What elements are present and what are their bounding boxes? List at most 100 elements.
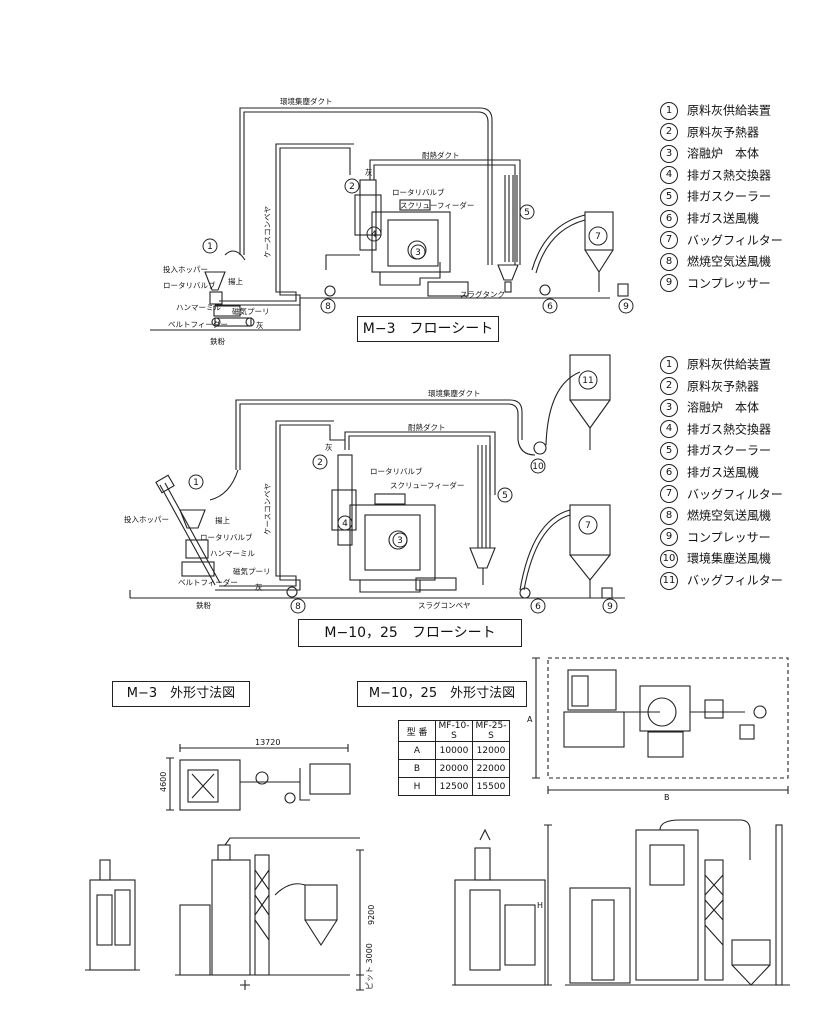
label-case-conveyor-mid: ケースコンベヤ [263, 483, 272, 535]
label-hopper-mid: 投入ホッパー [124, 514, 169, 524]
legend-item: 3 溶融炉 本体 [660, 397, 759, 417]
top-flowsheet-drawing [150, 107, 629, 331]
svg-text:5: 5 [524, 208, 530, 218]
svg-text:6: 6 [535, 602, 541, 612]
svg-text:4: 4 [342, 519, 348, 529]
svg-text:1: 1 [207, 242, 213, 252]
legend-number-badge: 3 [660, 144, 678, 163]
svg-text:2: 2 [317, 458, 323, 468]
legend-item: 1 原料灰供給装置 [660, 100, 771, 120]
legend-number-badge: 11 [660, 571, 678, 590]
spec-header-model: 型 番 [398, 720, 436, 742]
svg-text:11: 11 [582, 376, 593, 386]
svg-text:4: 4 [371, 230, 377, 240]
legend-item: 3 溶融炉 本体 [660, 143, 759, 163]
legend-number-badge: 4 [660, 420, 678, 439]
svg-text:9: 9 [607, 602, 613, 612]
svg-text:3: 3 [415, 248, 421, 258]
label-ash2-top: 灰 [256, 320, 264, 330]
middle-flowsheet-drawing [129, 354, 625, 599]
svg-text:2: 2 [349, 182, 355, 192]
label-duct-heat-mid: 耐熱ダクト [408, 422, 446, 432]
svg-text:5: 5 [502, 491, 508, 501]
legend-item: 6 排ガス送風機 [660, 462, 759, 482]
legend-number-badge: 1 [660, 101, 678, 120]
label-ash-top: 灰 [365, 167, 373, 177]
svg-text:3: 3 [397, 536, 403, 546]
spec-cell: 12000 [472, 741, 510, 760]
m1025-elevation-drawing [452, 819, 790, 986]
legend-item: 9 コンプレッサー [660, 527, 771, 547]
label-duct-heat-top: 耐熱ダクト [422, 150, 460, 160]
svg-text:8: 8 [295, 602, 301, 612]
label-pulley-top: 磁気プーリ [232, 306, 270, 316]
legend-label: 排ガスクーラー [687, 443, 772, 458]
svg-text:9: 9 [623, 302, 629, 312]
legend-number-badge: 5 [660, 187, 678, 206]
dim-a: A [527, 715, 533, 724]
label-ash-mid: 灰 [325, 442, 333, 452]
legend-label: 原料灰供給装置 [687, 357, 772, 372]
legend-label: 原料灰予熱器 [687, 379, 760, 394]
label-ash2-mid: 灰 [255, 582, 263, 592]
legend-number-badge: 3 [660, 398, 678, 417]
svg-text:7: 7 [585, 521, 591, 531]
spec-table-row: B 20000 22000 [398, 759, 510, 778]
legend-number-badge: 5 [660, 441, 678, 460]
legend-number-badge: 9 [660, 528, 678, 547]
title-m1025-dims: M−10，25 外形寸法図 [357, 681, 527, 707]
spec-cell: 10000 [435, 741, 473, 760]
spec-cell: A [398, 741, 436, 760]
legend-label: バッグフィルター [687, 573, 783, 588]
spec-cell: B [398, 759, 436, 778]
label-hopper-top: 投入ホッパー [163, 264, 208, 274]
legend-label: 燃焼空気送風機 [687, 508, 772, 523]
legend-item: 9 コンプレッサー [660, 273, 771, 293]
label-hammer-mill-mid: ハンマーミル [210, 549, 255, 558]
spec-header-mf25: MF-25-S [472, 720, 510, 742]
legend-label: 溶融炉 本体 [687, 400, 760, 415]
spec-cell: H [398, 777, 436, 796]
label-belt-feeder-mid: ベルトフィーダー [178, 577, 238, 587]
legend-number-badge: 2 [660, 377, 678, 396]
legend-label: 溶融炉 本体 [687, 146, 760, 161]
legend-item: 2 原料灰予熱器 [660, 376, 759, 396]
legend-label: 排ガス送風機 [687, 465, 760, 480]
legend-item: 11 バッグフィルター [660, 570, 783, 590]
label-screw-feeder-mid: スクリューフィーダー [390, 480, 464, 490]
dim-h: H [537, 901, 543, 910]
legend-number-badge: 8 [660, 506, 678, 525]
legend-number-badge: 7 [660, 485, 678, 504]
legend-number-badge: 10 [660, 549, 678, 568]
spec-cell: 12500 [435, 777, 473, 796]
legend-number-badge: 7 [660, 231, 678, 250]
legend-label: バッグフィルター [687, 487, 783, 502]
spec-header-mf10: MF-10-S [435, 720, 473, 742]
legend-number-badge: 4 [660, 166, 678, 185]
spec-table-row: H 12500 15500 [398, 777, 510, 796]
label-rotary-valve2-top: ロータリバルブ [163, 280, 216, 290]
dim-pit-m3: ピット 3000 [365, 943, 374, 990]
legend-number-badge: 6 [660, 463, 678, 482]
legend-label: 燃焼空気送風機 [687, 254, 772, 269]
legend-number-badge: 9 [660, 274, 678, 293]
legend-label: コンプレッサー [687, 530, 771, 545]
dim-width-m3: 13720 [255, 738, 280, 747]
legend-label: 原料灰供給装置 [687, 103, 772, 118]
svg-text:6: 6 [547, 302, 553, 312]
legend-number-badge: 2 [660, 123, 678, 142]
label-duct-env-mid: 環境集塵ダクト [428, 388, 481, 398]
spec-table-row: A 10000 12000 [398, 741, 510, 760]
legend-label: コンプレッサー [687, 276, 771, 291]
spec-table-header-row: 型 番 MF-10-S MF-25-S [398, 720, 510, 742]
label-screw-feeder-top: スクリューフィーダー [400, 200, 474, 210]
legend-item: 5 排ガスクーラー [660, 440, 771, 460]
spec-cell: 15500 [472, 777, 510, 796]
svg-text:10: 10 [532, 462, 544, 472]
m3-elevation-drawing [85, 837, 364, 991]
label-case-conveyor-top: ケースコンベヤ [263, 206, 272, 258]
